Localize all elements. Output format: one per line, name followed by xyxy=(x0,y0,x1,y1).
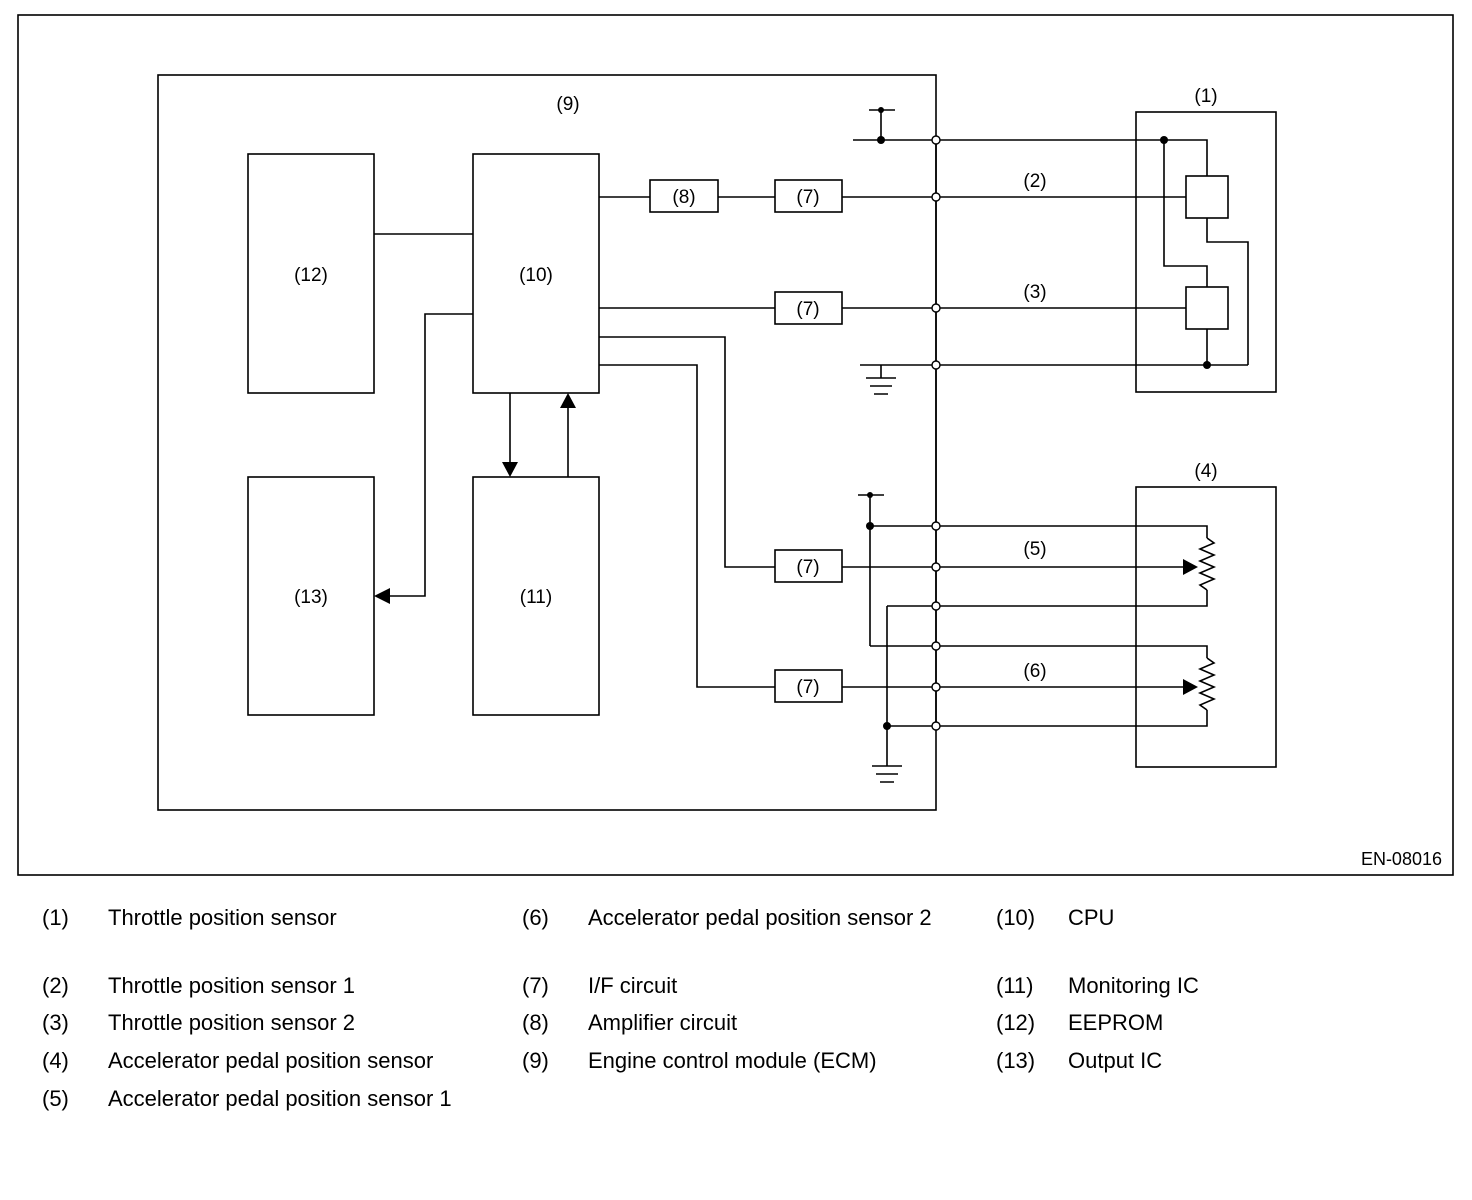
label-ecm: (9) xyxy=(556,94,579,115)
label-apps2: (6) xyxy=(1023,661,1046,682)
legend-num: (7) xyxy=(522,973,549,998)
legend-num: (5) xyxy=(42,1086,69,1111)
legend-num: (12) xyxy=(996,1010,1036,1035)
label-cpu: (10) xyxy=(519,265,553,286)
ecm-block-diagram: (9) (12) (10) (13) (11) (8) (7) (7) (7) … xyxy=(17,14,1454,876)
label-apps1: (5) xyxy=(1023,539,1046,560)
eeprom-block xyxy=(247,153,375,394)
legend-text: Accelerator pedal position sensor 1 xyxy=(108,1086,452,1111)
label-tps1: (2) xyxy=(1023,171,1046,192)
label-throttle-sensor: (1) xyxy=(1194,86,1217,107)
label-tps2: (3) xyxy=(1023,282,1046,303)
legend-text: Throttle position sensor 2 xyxy=(108,1010,356,1035)
figure-code: EN-08016 xyxy=(1361,849,1442,869)
cpu-block xyxy=(472,153,600,394)
legend-text: Accelerator pedal position sensor 2 xyxy=(588,905,932,930)
tps2-element xyxy=(1185,286,1229,330)
tps1-element xyxy=(1185,175,1229,219)
legend-text: Accelerator pedal position sensor xyxy=(108,1048,434,1073)
legend-text: EEPROM xyxy=(1068,1010,1164,1035)
monitoring-ic-block xyxy=(472,476,600,716)
legend-text: Amplifier circuit xyxy=(588,1010,738,1035)
legend-text: Output IC xyxy=(1068,1048,1163,1073)
figure-frame xyxy=(17,14,1454,876)
legend-num: (8) xyxy=(522,1010,549,1035)
legend-text: Monitoring IC xyxy=(1068,973,1199,998)
if-circuit-box-3 xyxy=(774,549,843,583)
legend-num: (10) xyxy=(996,905,1036,930)
ecm-box xyxy=(157,74,937,811)
pedal-sensor-box xyxy=(1135,486,1277,768)
legend-text: Throttle position sensor xyxy=(108,905,337,930)
label-if-4: (7) xyxy=(796,677,819,698)
throttle-sensor-box xyxy=(1135,111,1277,393)
label-if-3: (7) xyxy=(796,557,819,578)
if-circuit-box-4 xyxy=(774,669,843,703)
label-amplifier: (8) xyxy=(672,187,695,208)
legend-num: (13) xyxy=(996,1048,1036,1073)
label-if-2: (7) xyxy=(796,299,819,320)
legend-num: (2) xyxy=(42,973,69,998)
label-if-1: (7) xyxy=(796,187,819,208)
legend-num: (6) xyxy=(522,905,549,930)
legend-num: (4) xyxy=(42,1048,69,1073)
legend-num: (3) xyxy=(42,1010,69,1035)
label-output-ic: (13) xyxy=(294,587,328,608)
legend-text: Throttle position sensor 1 xyxy=(108,973,356,998)
amplifier-circuit-box xyxy=(649,179,719,213)
legend-text: CPU xyxy=(1068,905,1115,930)
legend-num: (11) xyxy=(996,973,1034,998)
label-monitoring-ic: (11) xyxy=(520,587,552,608)
label-eeprom: (12) xyxy=(294,265,328,286)
legend-num: (9) xyxy=(522,1048,549,1073)
label-pedal-sensor: (4) xyxy=(1194,461,1217,482)
legend-text: I/F circuit xyxy=(588,973,678,998)
legend-num: (1) xyxy=(42,905,69,930)
if-circuit-box-1 xyxy=(774,179,843,213)
legend-text: Engine control module (ECM) xyxy=(588,1048,877,1073)
